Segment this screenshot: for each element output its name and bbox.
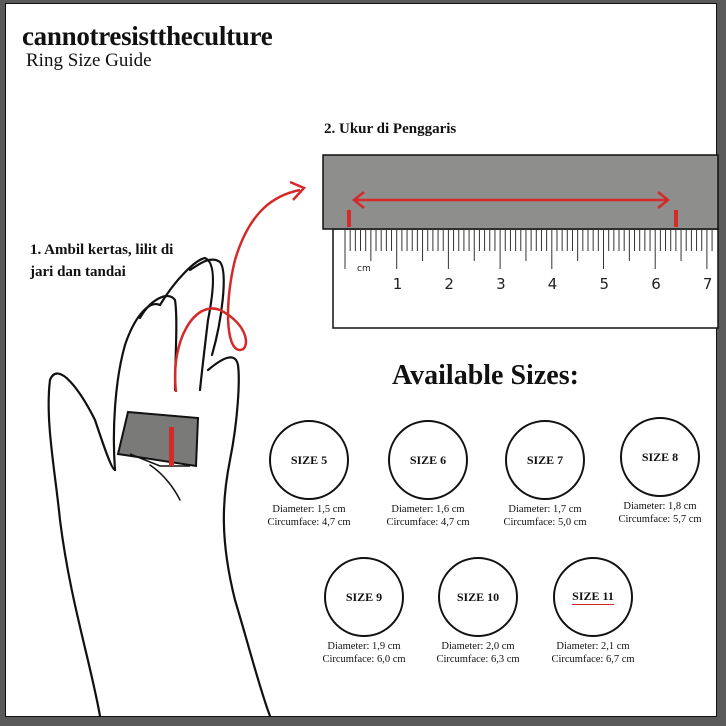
size-label: SIZE 6	[409, 452, 447, 467]
ring-size-circle: SIZE 5	[269, 420, 349, 500]
circumference-text: Circumface: 6,3 cm	[436, 653, 520, 665]
size-label: SIZE 7	[526, 452, 564, 467]
size-label: SIZE 9	[345, 589, 383, 604]
step-2-label: 2. Ukur di Penggaris	[324, 121, 457, 137]
size-label: SIZE 5	[290, 452, 328, 467]
diameter-text: Diameter: 2,0 cm	[441, 641, 515, 652]
size-label: SIZE 11	[572, 589, 614, 605]
circumference-text: Circumface: 6,7 cm	[551, 653, 635, 665]
red-arrow-curve	[173, 180, 307, 393]
ruler-unit: cm	[357, 264, 371, 274]
ruler-number: 2	[444, 275, 454, 293]
hand-illustration	[47, 256, 272, 718]
ring-size-circle: SIZE 11	[553, 557, 633, 637]
ring-size-circle: SIZE 7	[505, 420, 585, 500]
size-label: SIZE 10	[456, 589, 500, 604]
available-sizes-title: Available Sizes:	[392, 360, 579, 391]
ring-size-circle: SIZE 9	[324, 557, 404, 637]
subtitle: Ring Size Guide	[26, 50, 152, 71]
start-mark	[347, 210, 351, 227]
ruler-number: 3	[496, 275, 506, 293]
brand-title: cannotresisttheculture	[22, 21, 273, 51]
diameter-text: Diameter: 1,9 cm	[327, 641, 401, 652]
diameter-text: Diameter: 2,1 cm	[556, 641, 630, 652]
diameter-text: Diameter: 1,7 cm	[508, 504, 582, 515]
paper-band-icon	[116, 410, 200, 468]
diameter-text: Diameter: 1,5 cm	[272, 504, 346, 515]
ruler-number: 7	[703, 275, 713, 293]
measure-arrow	[351, 191, 671, 209]
ruler-number: 6	[651, 275, 661, 293]
ruler-number: 1	[393, 275, 403, 293]
ring-size-circle: SIZE 8	[620, 417, 700, 497]
circumference-text: Circumface: 4,7 cm	[386, 516, 470, 528]
circumference-text: Circumface: 5,0 cm	[503, 516, 587, 528]
ruler: cm 1 2 3 4 5 6 7	[322, 154, 719, 329]
circumference-text: Circumface: 5,7 cm	[618, 513, 702, 525]
diameter-text: Diameter: 1,6 cm	[391, 504, 465, 515]
ring-size-circle: SIZE 6	[388, 420, 468, 500]
ruler-number: 4	[548, 275, 558, 293]
circumference-text: Circumface: 4,7 cm	[267, 516, 351, 528]
size-label: SIZE 8	[641, 449, 679, 464]
diameter-text: Diameter: 1,8 cm	[623, 501, 697, 512]
step-1-label: 1. Ambil kertas, lilit di jari dan tanda…	[30, 242, 174, 280]
ruler-number: 5	[600, 275, 610, 293]
circumference-text: Circumface: 6,0 cm	[322, 653, 406, 665]
end-mark	[674, 210, 678, 227]
ring-size-circle: SIZE 10	[438, 557, 518, 637]
